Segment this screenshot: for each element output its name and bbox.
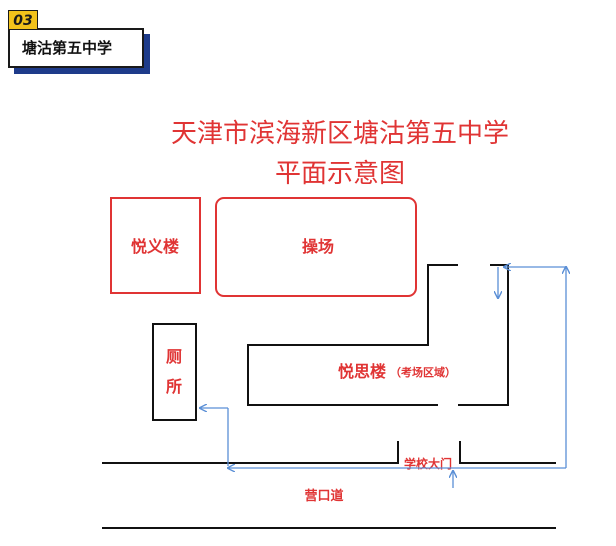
yueyi-building — [110, 197, 201, 294]
toilet-label-char1: 厕 — [166, 347, 182, 366]
yuesi-building-note: （考场区域） — [390, 365, 456, 379]
badge-label: 塘沽第五中学 — [8, 28, 144, 68]
school-gate-label: 学校大门 — [404, 456, 452, 471]
toilet-label-char2: 所 — [166, 377, 182, 396]
yueyi-building-label: 悦义楼 — [131, 237, 179, 256]
badge-number: 03 — [8, 10, 38, 30]
school-gate-walls — [102, 441, 556, 464]
yuesi-building-label: 悦思楼 — [338, 362, 386, 381]
diagram-title-line2: 平面示意图 — [275, 159, 405, 189]
toilet-building — [152, 323, 197, 421]
section-badge: 塘沽第五中学 03 — [4, 4, 150, 76]
route-arrows — [200, 267, 566, 488]
playground-label: 操场 — [302, 237, 334, 256]
playground — [215, 197, 417, 297]
diagram-title-line1: 天津市滨海新区塘沽第五中学 — [171, 119, 509, 149]
road-label: 营口道 — [304, 488, 343, 504]
yuesi-building-outline — [247, 264, 509, 406]
